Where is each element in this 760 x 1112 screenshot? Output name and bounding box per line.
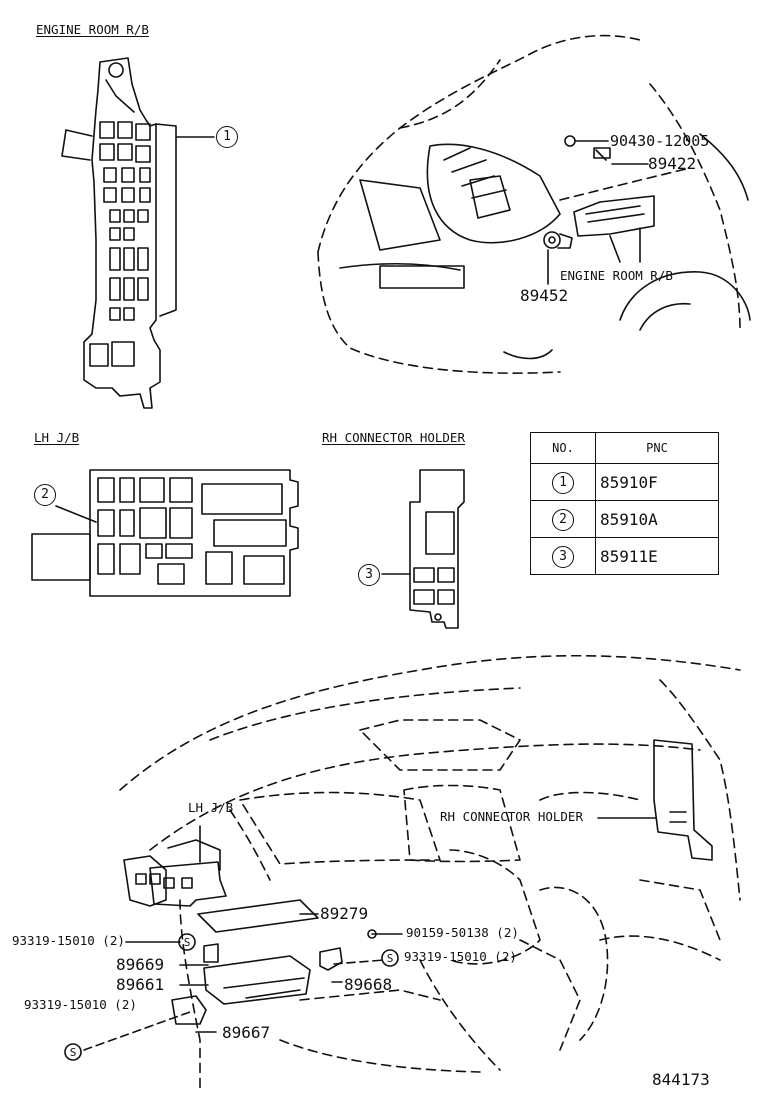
rh-connector-holder-heading: RH CONNECTOR HOLDER [322, 430, 465, 445]
part-89661: 89661 [116, 975, 165, 994]
engine-room-rb-label: ENGINE ROOM R/B [560, 268, 673, 283]
part-89669: 89669 [116, 955, 165, 974]
row-number: 1 [552, 471, 574, 494]
col-no: NO. [530, 432, 596, 464]
part-93319-15010-b: 93319-15010 (2) [404, 949, 517, 964]
s-markers [64, 933, 399, 1061]
pnc-code: 85910A [595, 500, 719, 538]
table-row: 3 85911E [530, 537, 719, 575]
lh-jb-heading: LH J/B [34, 430, 80, 445]
row-number: 3 [552, 545, 574, 568]
table-row: 1 85910F [530, 463, 719, 501]
pnc-code: 85911E [595, 537, 719, 575]
engine-room-relay-block-drawing [61, 57, 215, 409]
rh-connector-holder-drawing [381, 469, 465, 629]
dashboard-parts [123, 739, 713, 1033]
engine-compartment-drawing [317, 34, 751, 374]
diagram-id: 844173 [652, 1070, 710, 1089]
s-marker: S [387, 952, 394, 965]
lh-junction-block-drawing [31, 469, 299, 597]
pnc-table-header: NO. PNC [530, 432, 719, 464]
pnc-table: NO. PNC 1 85910F 2 85910A 3 85911E [530, 432, 719, 575]
row-number: 2 [552, 508, 574, 531]
part-89452: 89452 [520, 286, 569, 305]
dashboard-drawing [119, 654, 741, 1091]
callout-1: 1 [216, 126, 238, 148]
part-90430-12005: 90430-12005 [610, 132, 710, 150]
lh-jb-label: LH J/B [188, 800, 234, 815]
rh-connector-holder-label: RH CONNECTOR HOLDER [440, 809, 583, 824]
part-90159-50138: 90159-50138 (2) [406, 925, 519, 940]
dashboard-dashed-leaders [83, 959, 385, 1051]
part-89279: 89279 [320, 904, 369, 923]
col-pnc: PNC [595, 432, 719, 464]
table-row: 2 85910A [530, 500, 719, 538]
callout-3: 3 [358, 564, 380, 586]
engine-leaders [547, 140, 649, 285]
s-marker: S [70, 1046, 77, 1059]
part-89422: 89422 [648, 154, 697, 173]
part-89667: 89667 [222, 1023, 271, 1042]
s-marker: S [184, 936, 191, 949]
part-89668: 89668 [344, 975, 393, 994]
part-93319-15010-a: 93319-15010 (2) [12, 933, 125, 948]
s-marker-letters: S S S [70, 936, 394, 1059]
part-93319-15010-c: 93319-15010 (2) [24, 997, 137, 1012]
callout-2: 2 [34, 484, 56, 506]
pnc-code: 85910F [595, 463, 719, 501]
engine-room-rb-heading: ENGINE ROOM R/B [36, 22, 149, 37]
